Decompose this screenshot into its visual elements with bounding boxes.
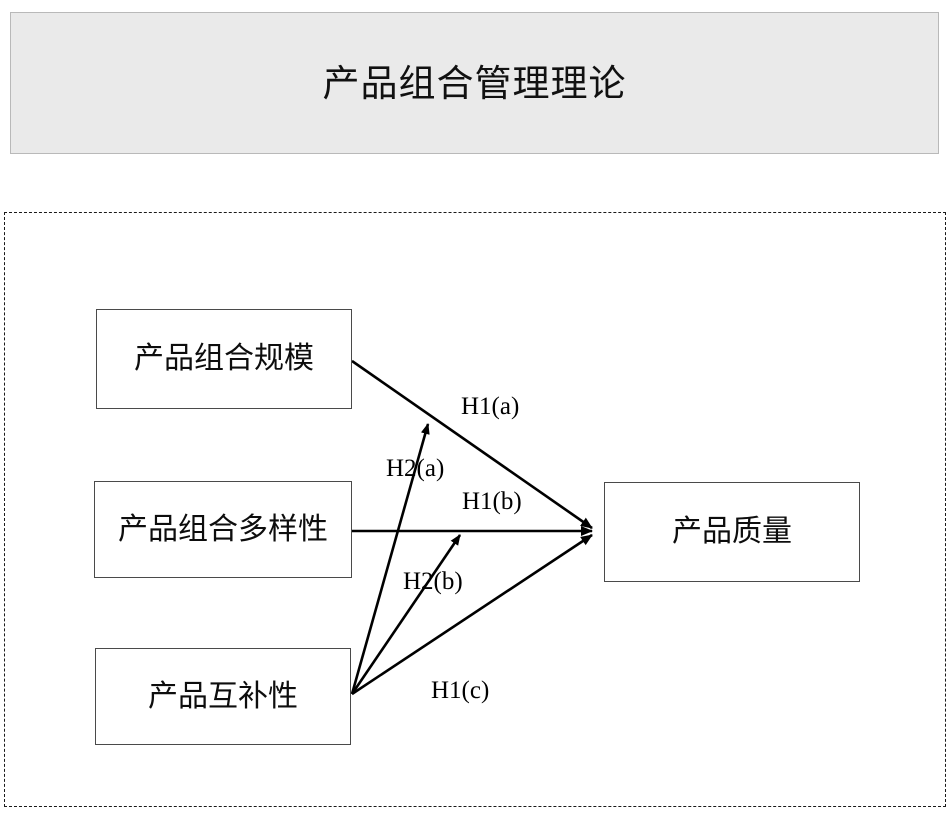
construct-label: 产品组合规模 (134, 341, 314, 376)
construct-box-portfolio-size[interactable]: 产品组合规模 (96, 309, 352, 409)
construct-box-complementarity[interactable]: 产品互补性 (95, 648, 351, 745)
construct-label: 产品组合多样性 (118, 511, 328, 547)
path-label-h1b: H1(b) (462, 488, 522, 515)
path-label-h2a: H2(a) (386, 455, 445, 482)
construct-label: 产品质量 (672, 514, 792, 549)
path-label-h1a: H1(a) (461, 393, 520, 420)
path-label-h2b: H2(b) (403, 568, 463, 595)
construct-box-product-quality[interactable]: 产品质量 (604, 482, 860, 582)
title-banner: 产品组合管理理论 (10, 12, 939, 154)
page-title: 产品组合管理理论 (322, 61, 627, 105)
construct-box-portfolio-variety[interactable]: 产品组合多样性 (94, 481, 352, 578)
construct-label: 产品互补性 (148, 678, 298, 714)
path-label-h1c: H1(c) (431, 677, 490, 704)
